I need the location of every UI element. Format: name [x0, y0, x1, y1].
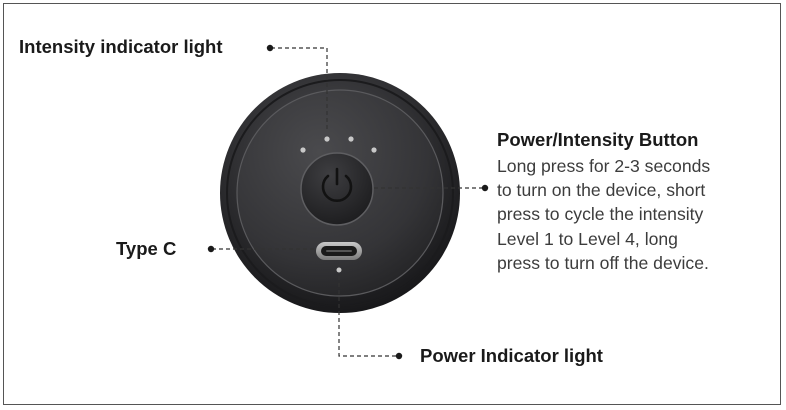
intensity-indicator-dots	[300, 136, 377, 153]
leader-dots	[207, 44, 489, 360]
power-icon	[321, 167, 353, 203]
description-line: Long press for 2-3 seconds	[497, 156, 711, 176]
power-button-description: Long press for 2-3 seconds to turn on th…	[497, 154, 779, 275]
power-button[interactable]	[300, 152, 374, 226]
description-line: press to cycle the intensity	[497, 204, 704, 225]
description-line: to turn on the device, short	[497, 180, 706, 201]
description-line: Level 1 to Level 4, long	[497, 228, 678, 249]
power-indicator-dot	[336, 267, 342, 273]
usb-c-port	[316, 242, 362, 260]
description-line: press to turn off the device.	[497, 252, 709, 273]
diagram-frame	[3, 3, 781, 405]
leader-lines	[212, 47, 483, 357]
type-c-label: Type C	[116, 238, 177, 259]
power-indicator-label: Power Indicator light	[420, 345, 603, 366]
power-button-title: Power/Intensity Button	[497, 129, 699, 150]
intensity-indicator-label: Intensity indicator light	[19, 36, 223, 57]
